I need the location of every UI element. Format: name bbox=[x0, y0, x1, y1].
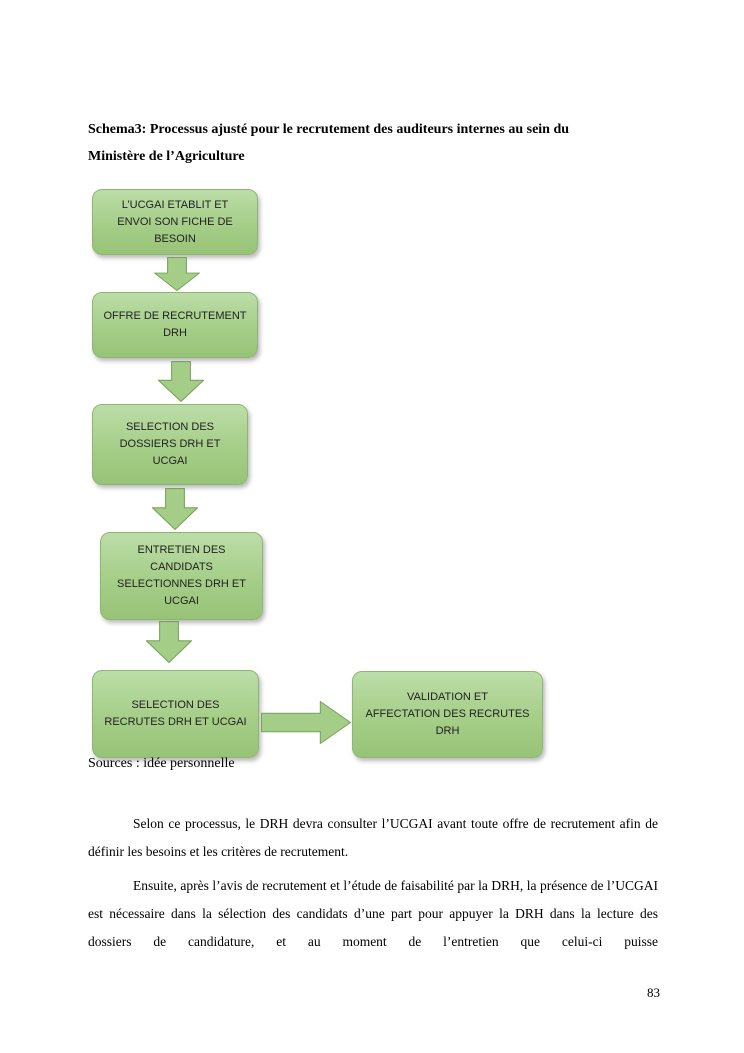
arrow-down-icon bbox=[146, 621, 192, 663]
flowbox-validation-affectation: VALIDATION ET AFFECTATION DES RECRUTES D… bbox=[352, 671, 543, 758]
flowbox-selection-dossiers: SELECTION DES DOSSIERS DRH ET UCGAI bbox=[92, 404, 248, 485]
flowbox-entretien-candidats: ENTRETIEN DES CANDIDATS SELECTIONNES DRH… bbox=[100, 532, 263, 620]
flowbox-label: OFFRE DE RECRUTEMENT DRH bbox=[103, 310, 247, 339]
flowbox-selection-recrutes: SELECTION DES RECRUTES DRH ET UCGAI bbox=[92, 670, 259, 758]
flowbox-label: SELECTION DES DOSSIERS DRH ET UCGAI bbox=[119, 421, 221, 467]
flowbox-fiche-besoin: L’UCGAI ETABLIT ET ENVOI SON FICHE DE BE… bbox=[92, 189, 258, 255]
arrow-down-icon bbox=[158, 361, 204, 402]
arrow-down-icon bbox=[154, 257, 200, 291]
source-caption: Sources : idée personnelle bbox=[88, 756, 235, 771]
flowbox-label: SELECTION DES RECRUTES DRH ET UCGAI bbox=[104, 699, 247, 728]
flowbox-label: VALIDATION ET AFFECTATION DES RECRUTES D… bbox=[365, 691, 530, 737]
page-number: 83 bbox=[647, 985, 660, 1000]
body-text: Selon ce processus, le DRH devra consult… bbox=[88, 810, 658, 956]
arrow-right-icon bbox=[261, 701, 351, 744]
flowbox-label: L’UCGAI ETABLIT ET ENVOI SON FICHE DE BE… bbox=[117, 198, 233, 245]
body-paragraph: Ensuite, après l’avis de recrutement et … bbox=[88, 878, 658, 949]
flowbox-offre-recrutement: OFFRE DE RECRUTEMENT DRH bbox=[92, 292, 258, 358]
body-paragraph: Selon ce processus, le DRH devra consult… bbox=[88, 816, 658, 859]
arrow-down-icon bbox=[152, 488, 198, 530]
figure-title: Schema3: Processus ajusté pour le recrut… bbox=[88, 122, 570, 164]
flowbox-label: ENTRETIEN DES CANDIDATS SELECTIONNES DRH… bbox=[117, 544, 246, 607]
